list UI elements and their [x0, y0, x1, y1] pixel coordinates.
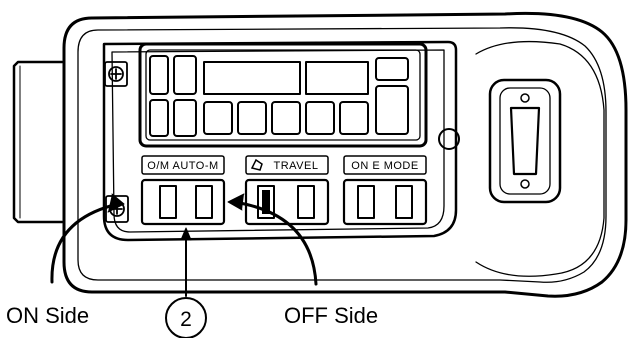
dip-switch-2a: [257, 185, 275, 219]
switch-label-3: ON E MODE: [351, 160, 418, 172]
housing-outline: [62, 11, 628, 298]
switch-label-plate-1: [141, 155, 225, 175]
key-6: [237, 101, 267, 135]
key-7: [271, 101, 301, 135]
callout-off-side: OFF Side: [284, 303, 378, 328]
housing-right-ridge: [475, 40, 605, 277]
travel-icon: [250, 158, 263, 171]
dip-switch-1b: [195, 185, 213, 219]
key-11: [375, 85, 409, 135]
dip-switch-3b: [395, 185, 413, 219]
switch-label-2: TRAVEL: [274, 160, 319, 172]
dip-switch-3a: [357, 185, 375, 219]
screw-icon-top: [104, 61, 128, 87]
key-2: [173, 55, 197, 95]
key-5: [203, 101, 233, 135]
on-side-arrow: [50, 202, 120, 284]
dip-switch-block-1[interactable]: [140, 178, 226, 226]
lcd-left: [203, 61, 301, 95]
rear-connector-block: [12, 60, 64, 224]
front-panel: [102, 40, 458, 242]
key-3: [149, 99, 169, 137]
keypad-display: [138, 42, 428, 148]
callout-on-side: ON Side: [6, 303, 89, 328]
key-10: [375, 57, 409, 81]
connector-port-icon: [488, 78, 562, 204]
switch-label-plate-3: [343, 155, 427, 175]
dip-switch-block-3[interactable]: [342, 178, 428, 226]
switch-label-plate-2: [245, 155, 329, 175]
key-4: [173, 99, 197, 137]
indicator-hole: [438, 128, 460, 150]
key-8: [305, 101, 335, 135]
dip-switch-2b: [297, 185, 315, 219]
off-side-arrow: [232, 200, 318, 286]
key-9: [339, 101, 369, 135]
switch-label-1: O/M AUTO-M: [147, 160, 218, 172]
dip-switch-1a: [159, 185, 177, 219]
lcd-right: [305, 61, 369, 95]
key-1: [149, 55, 169, 95]
callout-number: 2: [180, 308, 192, 331]
dip-switch-block-2[interactable]: [244, 178, 330, 226]
housing-inner-bevel: [77, 27, 607, 283]
